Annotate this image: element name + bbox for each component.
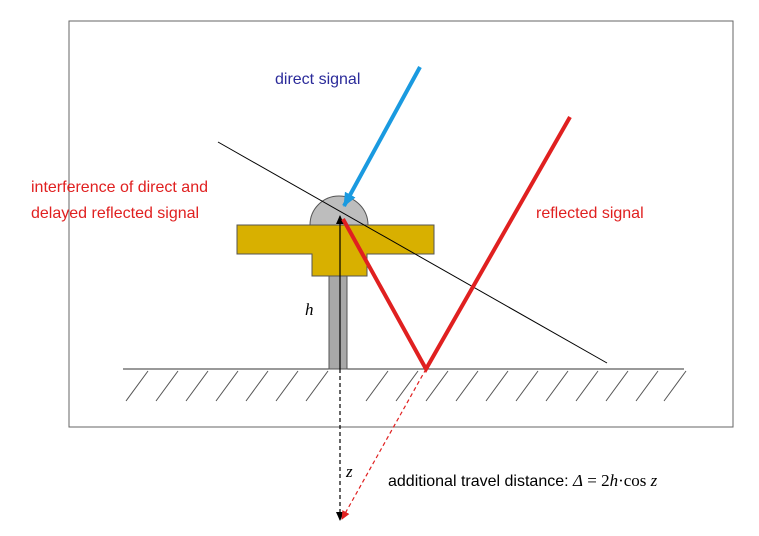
gnss-antenna-icon (236, 195, 435, 370)
wavefront-line (217, 141, 608, 364)
reflected-signal-ray (341, 116, 572, 374)
reflected-signal-label: reflected signal (536, 205, 644, 222)
direct-signal-ray (342, 66, 422, 207)
direct-signal-label: direct signal (275, 71, 360, 88)
zenith-angle-label: z (345, 462, 353, 481)
diagram-frame (68, 20, 734, 428)
interference-label-line2: delayed reflected signal (31, 205, 199, 222)
height-label: h (305, 300, 314, 319)
travel-distance-label: additional travel distance: Δ = 2h·cos z (388, 471, 658, 490)
antenna-mast (328, 275, 348, 370)
antenna-plate (236, 224, 435, 277)
interference-label-line1: interference of direct and (31, 179, 208, 196)
reflected-extension-dashed (341, 368, 427, 520)
hatched-ground-icon (123, 368, 687, 402)
